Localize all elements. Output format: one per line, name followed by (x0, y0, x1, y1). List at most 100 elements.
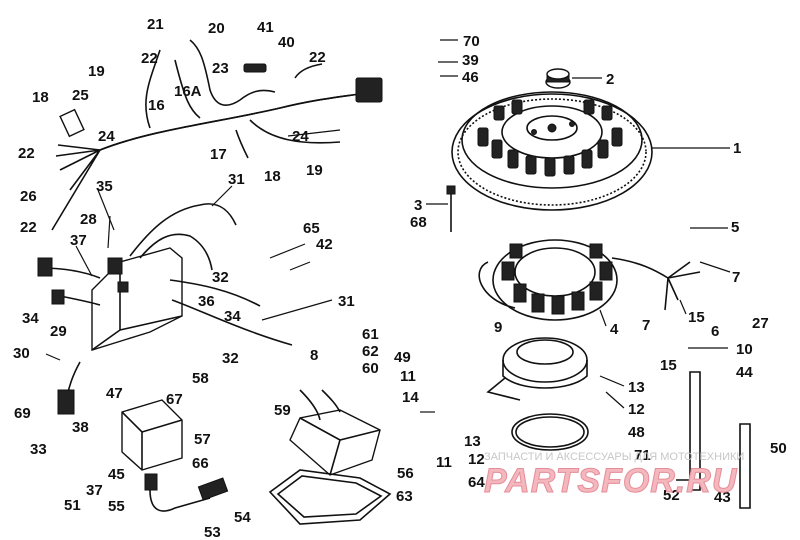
callout-51: 51 (64, 497, 81, 514)
callout-22a: 22 (141, 50, 158, 67)
callout-58: 58 (192, 370, 209, 387)
callout-18a: 18 (32, 89, 49, 106)
callout-30: 30 (13, 345, 30, 362)
callout-34b: 34 (224, 308, 241, 325)
callout-20: 20 (208, 20, 225, 37)
callout-labels: 1 2 3 5 6 7 7 8 9 10 11 11 12 12 13 13 1… (13, 16, 787, 540)
callout-27: 27 (752, 315, 769, 332)
callout-24a: 24 (98, 128, 115, 145)
callout-1: 1 (733, 140, 741, 157)
callout-36: 36 (198, 293, 215, 310)
callout-22c: 22 (18, 145, 35, 162)
callout-4: 4 (610, 321, 619, 338)
callout-54: 54 (234, 509, 251, 526)
callout-71: 71 (634, 447, 651, 464)
callout-15a: 15 (688, 309, 705, 326)
callout-25: 25 (72, 87, 89, 104)
callout-41: 41 (257, 19, 274, 36)
callout-57: 57 (194, 431, 211, 448)
callout-16: 16 (148, 97, 165, 114)
callout-64: 64 (468, 474, 485, 491)
callout-19b: 19 (306, 162, 323, 179)
callout-45: 45 (108, 466, 125, 483)
callout-68: 68 (410, 214, 427, 231)
stator (478, 239, 701, 321)
callout-44: 44 (736, 364, 753, 381)
callout-69: 69 (14, 405, 31, 422)
callout-38: 38 (72, 419, 89, 436)
callout-43: 43 (714, 489, 731, 506)
callout-8: 8 (310, 347, 318, 364)
ignition-coil (121, 399, 229, 512)
callout-13a: 13 (628, 379, 645, 396)
callout-56: 56 (397, 465, 414, 482)
flywheel (451, 91, 653, 211)
callout-66: 66 (192, 455, 209, 472)
callout-28: 28 (80, 211, 97, 228)
watermark-caption: ЗАПЧАСТИ И АКСЕССУАРЫ ДЛЯ МОТОТЕХНИКИ (484, 451, 744, 463)
callout-53: 53 (204, 524, 221, 540)
retaining-ring (511, 413, 589, 451)
callout-2: 2 (606, 71, 614, 88)
callout-22b: 22 (309, 49, 326, 66)
watermark-brand: PARTSFOR.RU (484, 462, 738, 500)
callout-32a: 32 (212, 269, 229, 286)
callout-67: 67 (166, 391, 183, 408)
mounting-brackets (676, 371, 751, 509)
callout-63: 63 (396, 488, 413, 505)
callout-33: 33 (30, 441, 47, 458)
callout-22d: 22 (20, 219, 37, 236)
callout-48: 48 (628, 424, 645, 441)
leader-lines (45, 39, 731, 413)
gasket (268, 469, 392, 525)
callout-37b: 37 (86, 482, 103, 499)
callout-40: 40 (278, 34, 295, 51)
callout-17: 17 (210, 146, 227, 163)
callout-50: 50 (770, 440, 787, 457)
callout-55: 55 (108, 498, 125, 515)
callout-47: 47 (106, 385, 123, 402)
bolt-3 (446, 185, 456, 232)
callout-62: 62 (362, 343, 379, 360)
callout-29: 29 (50, 323, 67, 340)
callout-59: 59 (274, 402, 291, 419)
callout-24b: 24 (292, 128, 309, 145)
callout-37a: 37 (70, 232, 87, 249)
wire-harness (51, 39, 383, 231)
callout-6: 6 (711, 323, 719, 340)
callout-35: 35 (96, 178, 113, 195)
flywheel-nut (545, 68, 571, 89)
callout-10: 10 (736, 341, 753, 358)
callout-11b: 11 (436, 454, 452, 471)
callout-7b: 7 (642, 317, 650, 334)
callout-7a: 7 (732, 269, 740, 286)
callout-32b: 32 (222, 350, 239, 367)
callout-42: 42 (316, 236, 333, 253)
callout-13b: 13 (464, 433, 481, 450)
callout-14: 14 (402, 389, 419, 406)
callout-12a: 12 (628, 401, 645, 418)
callout-34a: 34 (22, 310, 39, 327)
callout-9: 9 (494, 319, 502, 336)
callout-5: 5 (731, 219, 739, 236)
power-pack (37, 203, 293, 415)
callout-49: 49 (394, 349, 411, 366)
rectifier-module (289, 389, 381, 476)
callout-70: 70 (463, 33, 480, 50)
callout-18b: 18 (264, 168, 281, 185)
callout-65: 65 (303, 220, 320, 237)
callout-12b: 12 (468, 451, 485, 468)
callout-46: 46 (462, 69, 479, 86)
callout-26: 26 (20, 188, 37, 205)
callout-61: 61 (362, 326, 379, 343)
callout-39: 39 (462, 52, 479, 69)
callout-60: 60 (362, 360, 379, 377)
callout-16a: 16A (174, 83, 202, 100)
callout-19a: 19 (88, 63, 105, 80)
callout-31a: 31 (228, 171, 245, 188)
callout-21: 21 (147, 16, 164, 33)
timer-base (486, 337, 588, 401)
callout-15b: 15 (660, 357, 677, 374)
